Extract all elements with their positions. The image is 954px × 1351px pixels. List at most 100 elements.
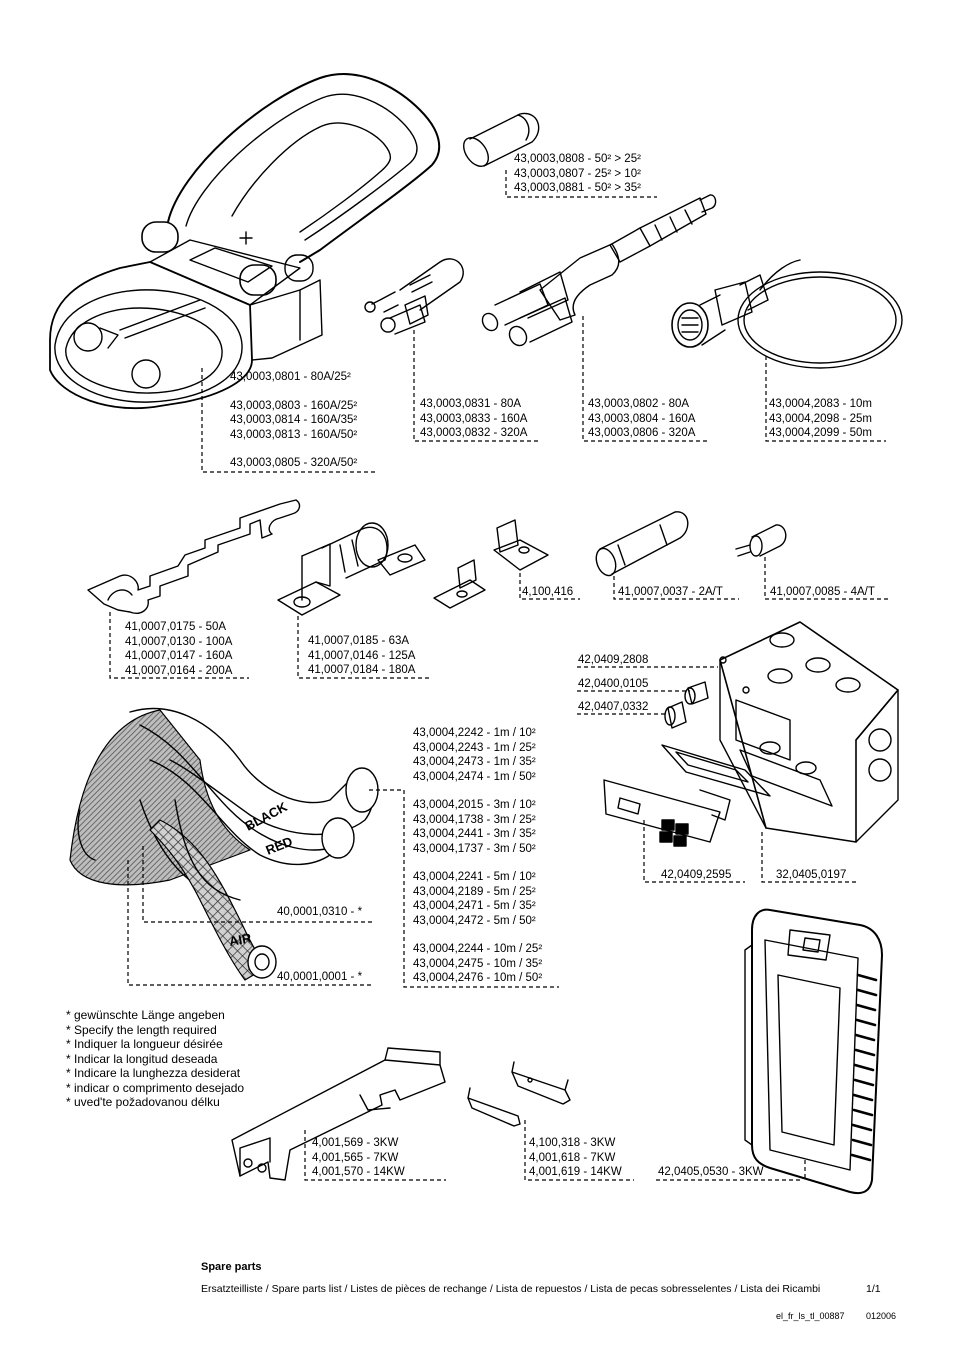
bracket-1-illustration — [231, 1047, 446, 1181]
part-number: 43,0003,0813 - 160A/50² — [230, 428, 358, 441]
frame-illustration — [744, 908, 883, 1195]
part-number: 4,100,416 — [522, 586, 574, 598]
control-cable-part-numbers: 43,0004,2083 - 10m 43,0004,2098 - 25m 43… — [769, 397, 872, 441]
fuse-strip-illustration — [87, 499, 301, 614]
part-number: 4,001,618 - 7KW — [529, 1151, 616, 1164]
note-line: * indicar o comprimento desejado — [66, 1080, 245, 1095]
part-number: 42,0407,0332 — [578, 701, 649, 713]
part-number: 43,0003,0802 - 80A — [588, 398, 690, 410]
part-number: 43,0003,0801 - 80A/25² — [230, 371, 351, 383]
part-number: 42,0405,0530 - 3KW — [658, 1166, 764, 1178]
part-number: 43,0004,2472 - 5m / 50² — [413, 914, 536, 927]
part-number: 41,0007,0147 - 160A — [125, 650, 233, 662]
mini-fuse-part-number: 41,0007,0085 - 4A/T — [770, 585, 875, 600]
fuse-strip-part-numbers: 41,0007,0175 - 50A 41,0007,0130 - 100A 4… — [125, 620, 232, 678]
hose-air-part-number: 40,0001,0001 - * — [277, 970, 362, 985]
pins-part-numbers: 43,0003,0831 - 80A 43,0003,0833 - 160A 4… — [420, 397, 527, 441]
part-number: 41,0007,0184 - 180A — [308, 664, 416, 676]
box-part-number-1: 42,0409,2808 — [578, 653, 648, 668]
page-number: 1/1 — [866, 1283, 881, 1295]
part-number: 43,0004,1738 - 3m / 25² — [413, 813, 536, 826]
box-part-number-2: 42,0400,0105 — [578, 677, 648, 692]
terminal-illustration — [433, 519, 549, 609]
part-number: 43,0004,2475 - 10m / 35² — [413, 957, 543, 970]
part-number: 43,0003,0808 - 50² > 25² — [514, 153, 641, 165]
note-line: * gewünschte Länge angeben — [66, 1008, 225, 1022]
part-number: 40,0001,0310 - * — [277, 906, 363, 918]
adapter-illustration — [481, 194, 717, 347]
note-line: * Specify the length required — [66, 1022, 217, 1037]
part-number: 4,001,565 - 7KW — [312, 1151, 399, 1164]
hose-word-air: AIR — [228, 930, 253, 949]
leader-lines — [109, 170, 888, 1181]
note-line: * Indiquer la longueur désirée — [66, 1037, 223, 1051]
part-number: 43,0004,2244 - 10m / 25² — [413, 943, 543, 955]
part-number: 41,0007,0037 - 2A/T — [618, 586, 723, 598]
frame-part-number: 42,0405,0530 - 3KW — [658, 1165, 764, 1180]
fuse-holder-illustration — [277, 522, 426, 616]
part-number: 43,0004,2189 - 5m / 25² — [413, 885, 536, 898]
fuse-holder-part-numbers: 41,0007,0185 - 63A 41,0007,0146 - 125A 4… — [308, 634, 415, 678]
document-date: 012006 — [866, 1311, 897, 1321]
mini-fuse-illustration — [735, 524, 787, 557]
part-number: 41,0007,0164 - 200A — [125, 664, 233, 677]
part-number: 41,0007,0130 - 100A — [125, 635, 233, 648]
footer-title: Spare parts — [201, 1261, 262, 1273]
part-number: 43,0004,2099 - 50m — [769, 427, 872, 439]
connector-illustration — [49, 73, 441, 410]
adapter-part-numbers: 43,0003,0802 - 80A 43,0003,0804 - 160A 4… — [588, 397, 695, 441]
bracket-2-part-numbers: 4,100,318 - 3KW 4,001,618 - 7KW 4,001,61… — [529, 1136, 622, 1180]
part-number: 4,100,318 - 3KW — [529, 1137, 616, 1149]
part-number: 43,0004,1737 - 3m / 50² — [413, 842, 536, 855]
display-panel-part-number: 42,0409,2595 — [661, 868, 731, 883]
part-number: 43,0003,0805 - 320A/50² — [230, 457, 358, 469]
part-number: 43,0004,2474 - 1m / 50² — [413, 770, 536, 783]
glass-fuse-illustration — [595, 511, 689, 577]
hose-pack-part-numbers: 43,0004,2242 - 1m / 10² 43,0004,2243 - 1… — [413, 726, 542, 986]
terminal-part-number: 4,100,416 — [522, 585, 573, 600]
part-number: 43,0004,2243 - 1m / 25² — [413, 741, 536, 754]
part-number: 42,0409,2595 — [661, 869, 732, 881]
junction-box-illustration — [603, 621, 899, 847]
part-number: 41,0007,0175 - 50A — [125, 621, 227, 633]
footer-subtitle: Ersatzteilliste / Spare parts list / Lis… — [201, 1283, 821, 1295]
part-number: 43,0003,0831 - 80A — [420, 398, 522, 410]
part-number: 32,0405,0197 — [776, 869, 847, 881]
pins-illustration — [364, 258, 464, 335]
box-cover-part-number: 32,0405,0197 — [776, 868, 846, 883]
part-number: 43,0004,2441 - 3m / 35² — [413, 828, 536, 840]
hose-bundle-illustration — [69, 707, 379, 981]
part-number: 43,0003,0814 - 160A/35² — [230, 414, 358, 426]
note-line: * uved'te požadovanou délku — [66, 1095, 220, 1109]
box-part-number-3: 42,0407,0332 — [578, 700, 648, 715]
hose-word-black: BLACK — [242, 799, 290, 834]
glass-fuse-part-number: 41,0007,0037 - 2A/T — [618, 585, 723, 600]
sleeve-illustration — [462, 112, 540, 168]
document-id: el_fr_ls_tl_00887 — [776, 1311, 845, 1321]
part-number: 42,0409,2808 — [578, 654, 649, 666]
note-line: * Indicar la longitud deseada — [66, 1051, 218, 1066]
length-notes: * gewünschte Länge angeben * Specify the… — [66, 1008, 244, 1110]
part-number: 43,0004,2476 - 10m / 50² — [413, 972, 543, 984]
part-number: 4,001,570 - 14KW — [312, 1166, 405, 1178]
hose-red-part-number: 40,0001,0310 - * — [277, 905, 362, 920]
control-cable-illustration — [671, 259, 903, 369]
part-number: 43,0004,2015 - 3m / 10² — [413, 799, 536, 811]
part-number: 43,0004,2242 - 1m / 10² — [413, 727, 536, 739]
note-line: * Indicare la lunghezza desiderat — [66, 1066, 241, 1080]
part-number: 43,0003,0806 - 320A — [588, 427, 696, 439]
part-number: 42,0400,0105 — [578, 678, 649, 690]
part-number: 43,0003,0807 - 25² > 10² — [514, 167, 641, 180]
bracket-1-part-numbers: 4,001,569 - 3KW 4,001,565 - 7KW 4,001,57… — [312, 1136, 405, 1180]
part-number: 43,0003,0881 - 50² > 35² — [514, 182, 641, 194]
hose-word-red: RED — [264, 834, 295, 858]
part-number: 43,0004,2098 - 25m — [769, 412, 872, 425]
part-number: 43,0004,2083 - 10m — [769, 398, 872, 410]
part-number: 43,0004,2471 - 5m / 35² — [413, 900, 536, 912]
sleeve-part-numbers: 43,0003,0808 - 50² > 25² 43,0003,0807 - … — [514, 152, 641, 196]
part-number: 43,0004,2473 - 1m / 35² — [413, 756, 536, 768]
part-number: 4,001,619 - 14KW — [529, 1166, 622, 1178]
part-number: 43,0003,0804 - 160A — [588, 412, 696, 425]
part-number: 41,0007,0085 - 4A/T — [770, 586, 875, 598]
